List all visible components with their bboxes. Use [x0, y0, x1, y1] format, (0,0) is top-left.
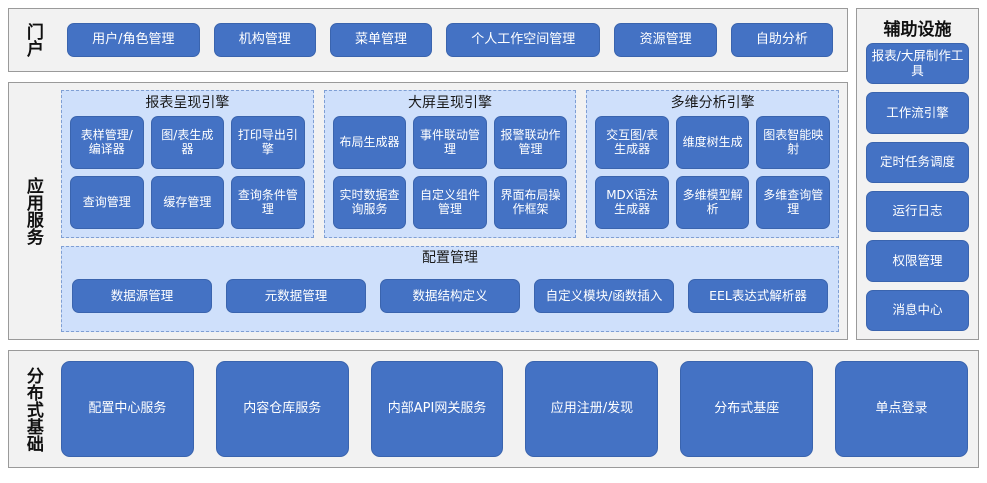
engine-item-dimension-tree-generation[interactable]: 维度树生成: [675, 116, 750, 170]
base-item-content-repository-service[interactable]: 内容仓库服务: [215, 361, 349, 457]
engine-grid-large-screen-rendering: 布局生成器 事件联动管理 报警联动作管理 实时数据查询服务 自定义组件管理 界面…: [332, 116, 568, 229]
engine-item-realtime-data-query-service[interactable]: 实时数据查询服务: [332, 176, 407, 229]
engine-item-report-template-compiler[interactable]: 表样管理/编译器: [70, 116, 144, 170]
engine-group-large-screen-rendering: 大屏呈现引擎 布局生成器 事件联动管理 报警联动作管理 实时数据查询服务 自定义…: [323, 90, 577, 238]
engine-grid-report-rendering: 表样管理/编译器 图/表生成器 打印导出引擎 查询管理 缓存管理 查询条件管理: [70, 116, 305, 229]
engine-item-custom-component-management[interactable]: 自定义组件管理: [413, 176, 487, 229]
engine-item-event-linkage-management[interactable]: 事件联动管理: [413, 116, 487, 170]
distributed-base-panel: 分布式基础 配置中心服务 内容仓库服务 内部API网关服务 应用注册/发现 分布…: [8, 350, 979, 468]
application-services-content: 报表呈现引擎 表样管理/编译器 图/表生成器 打印导出引擎 查询管理 缓存管理 …: [61, 90, 840, 332]
engine-item-interactive-chart-table-generator[interactable]: 交互图/表生成器: [595, 116, 669, 170]
portal-item-menu-management[interactable]: 菜单管理: [329, 23, 433, 57]
engine-item-print-export-engine[interactable]: 打印导出引擎: [231, 116, 305, 170]
config-item-datasource-management[interactable]: 数据源管理: [72, 279, 212, 314]
application-services-band-label: 应用服务: [9, 83, 55, 339]
configuration-management-group: 配置管理 数据源管理 元数据管理 数据结构定义 自定义模块/函数插入 EEL表达…: [61, 246, 839, 332]
aux-item-workflow-engine[interactable]: 工作流引擎: [866, 92, 969, 134]
engine-item-multidimensional-model-parsing[interactable]: 多维模型解析: [675, 176, 750, 229]
portal-panel: 门户 用户/角色管理 机构管理 菜单管理 个人工作空间管理 资源管理 自助分析: [8, 8, 848, 72]
engine-group-multidimensional-analysis: 多维分析引擎 交互图/表生成器 维度树生成 图表智能映射 MDX语法生成器 多维…: [586, 90, 840, 238]
engine-item-alarm-linkage-action-management[interactable]: 报警联动作管理: [493, 116, 568, 170]
portal-band-label: 门户: [9, 9, 55, 71]
base-item-config-center-service[interactable]: 配置中心服务: [61, 361, 194, 457]
distributed-base-row: 配置中心服务 内容仓库服务 内部API网关服务 应用注册/发现 分布式基座 单点…: [61, 361, 968, 457]
portal-item-self-service-analysis[interactable]: 自助分析: [730, 23, 833, 57]
config-item-data-structure-definition[interactable]: 数据结构定义: [380, 279, 520, 314]
aux-facilities-list: 报表/大屏制作工具 工作流引擎 定时任务调度 运行日志 权限管理 消息中心: [866, 43, 969, 331]
engine-item-chart-smart-mapping[interactable]: 图表智能映射: [756, 116, 830, 170]
engine-item-query-condition-management[interactable]: 查询条件管理: [231, 176, 305, 229]
base-item-single-sign-on[interactable]: 单点登录: [835, 361, 968, 457]
base-item-internal-api-gateway-service[interactable]: 内部API网关服务: [370, 361, 504, 457]
engine-item-ui-layout-operation-framework[interactable]: 界面布局操作框架: [493, 176, 568, 229]
configuration-management-row: 数据源管理 元数据管理 数据结构定义 自定义模块/函数插入 EEL表达式解析器: [72, 270, 828, 322]
engine-title-report-rendering: 报表呈现引擎: [145, 95, 230, 111]
portal-button-row: 用户/角色管理 机构管理 菜单管理 个人工作空间管理 资源管理 自助分析: [61, 9, 839, 71]
application-services-panel: 应用服务 报表呈现引擎 表样管理/编译器 图/表生成器 打印导出引擎 查询管理 …: [8, 82, 848, 340]
portal-band-label-text: 门户: [22, 23, 43, 57]
aux-facilities-panel: 辅助设施 报表/大屏制作工具 工作流引擎 定时任务调度 运行日志 权限管理 消息…: [856, 8, 979, 340]
aux-item-permission-management[interactable]: 权限管理: [866, 240, 969, 282]
config-item-eel-expression-parser[interactable]: EEL表达式解析器: [688, 279, 828, 314]
engine-title-large-screen-rendering: 大屏呈现引擎: [408, 95, 492, 111]
engine-item-chart-table-generator[interactable]: 图/表生成器: [150, 116, 225, 170]
configuration-management-title: 配置管理: [422, 250, 478, 266]
engine-item-query-management[interactable]: 查询管理: [70, 176, 144, 229]
aux-item-message-center[interactable]: 消息中心: [866, 289, 969, 331]
engine-item-cache-management[interactable]: 缓存管理: [150, 176, 225, 229]
distributed-base-band-label: 分布式基础: [9, 351, 55, 467]
aux-item-runtime-log[interactable]: 运行日志: [866, 190, 969, 233]
base-item-app-registration-discovery[interactable]: 应用注册/发现: [525, 361, 659, 457]
application-services-band-label-text: 应用服务: [22, 177, 43, 245]
engine-item-layout-generator[interactable]: 布局生成器: [332, 116, 407, 170]
engines-row: 报表呈现引擎 表样管理/编译器 图/表生成器 打印导出引擎 查询管理 缓存管理 …: [61, 90, 840, 238]
distributed-base-band-label-text: 分布式基础: [22, 366, 43, 452]
portal-item-resource-management[interactable]: 资源管理: [614, 23, 717, 57]
portal-item-personal-workspace-management[interactable]: 个人工作空间管理: [446, 23, 601, 57]
config-item-custom-module-function-insert[interactable]: 自定义模块/函数插入: [534, 279, 674, 314]
engine-group-report-rendering: 报表呈现引擎 表样管理/编译器 图/表生成器 打印导出引擎 查询管理 缓存管理 …: [61, 90, 314, 238]
aux-item-scheduled-task-scheduling[interactable]: 定时任务调度: [866, 141, 969, 183]
engine-item-mdx-syntax-generator[interactable]: MDX语法生成器: [595, 176, 669, 229]
config-item-metadata-management[interactable]: 元数据管理: [226, 279, 366, 314]
engine-title-multidimensional-analysis: 多维分析引擎: [670, 95, 755, 111]
engine-grid-multidimensional-analysis: 交互图/表生成器 维度树生成 图表智能映射 MDX语法生成器 多维模型解析 多维…: [595, 116, 830, 229]
base-item-distributed-foundation[interactable]: 分布式基座: [680, 361, 814, 457]
aux-item-report-dashboard-authoring-tool[interactable]: 报表/大屏制作工具: [866, 43, 969, 85]
portal-item-user-role-management[interactable]: 用户/角色管理: [67, 23, 200, 57]
aux-facilities-title: 辅助设施: [883, 20, 952, 40]
portal-item-organization-management[interactable]: 机构管理: [213, 23, 316, 57]
engine-item-multidimensional-query-management[interactable]: 多维查询管理: [756, 176, 830, 229]
